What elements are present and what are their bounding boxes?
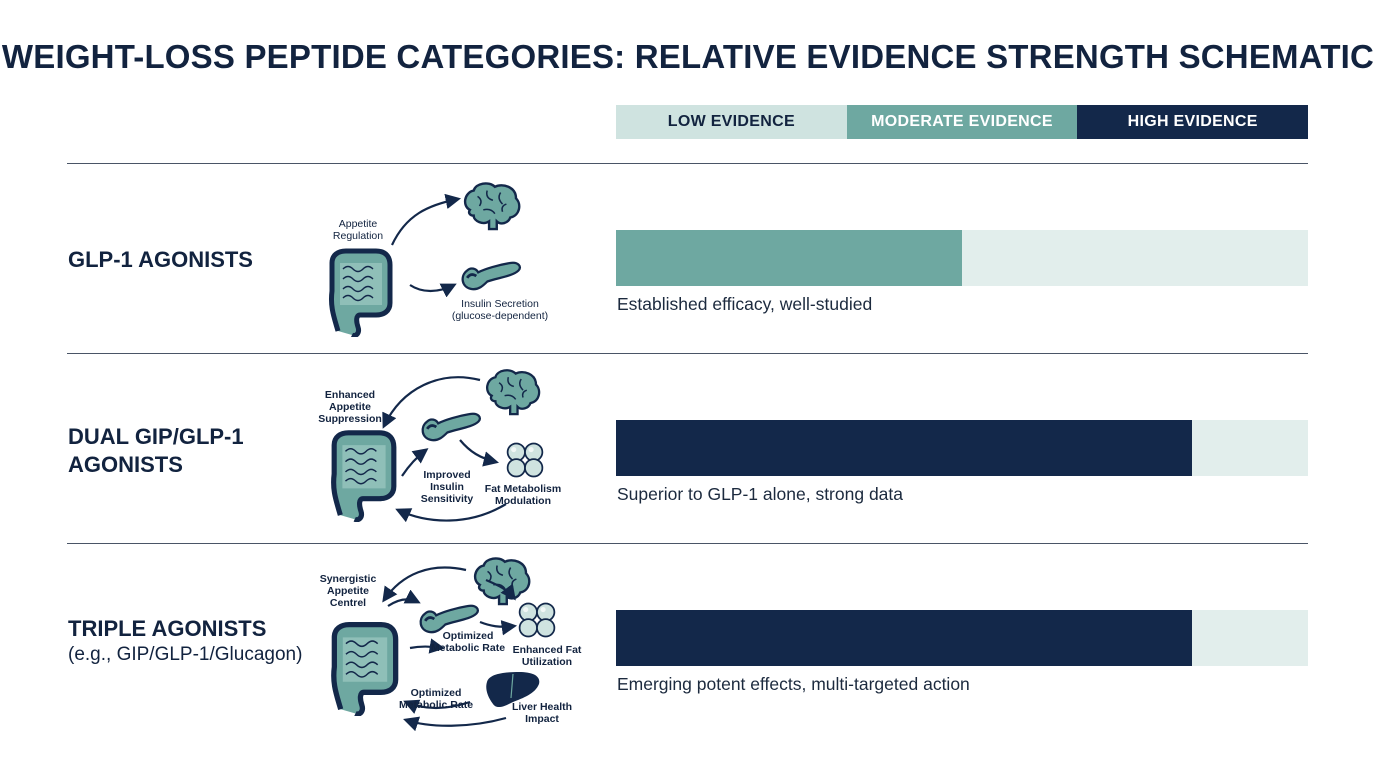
label-metabolic-rate: Metabolic Rate — [399, 699, 473, 711]
label-suppression: Suppression — [318, 413, 382, 425]
arrow — [409, 283, 457, 298]
row-name: DUAL GIP/GLP-1 AGONISTS — [68, 423, 244, 479]
label-improved: Improved — [423, 469, 470, 481]
arrow — [395, 503, 507, 523]
evidence-bar-fill — [616, 610, 1192, 666]
row-name-line2: AGONISTS — [68, 452, 183, 477]
brain-icon — [473, 557, 531, 606]
legend-low-evidence: LOW EVIDENCE — [616, 105, 847, 139]
label-optimized: Optimized — [411, 687, 462, 699]
divider — [67, 353, 1308, 354]
row-name: TRIPLE AGONISTS (e.g., GIP/GLP-1/Glucago… — [68, 615, 302, 667]
label-modulation: Modulation — [495, 495, 551, 507]
label-centrel: Centrel — [330, 597, 366, 609]
arrow — [459, 439, 499, 467]
bar-caption: Established efficacy, well-studied — [617, 294, 873, 314]
evidence-legend: LOW EVIDENCE MODERATE EVIDENCE HIGH EVID… — [616, 105, 1309, 139]
triple-illustration: Synergistic Appetite Centrel Optimized M… — [310, 556, 600, 736]
fat-cells-icon — [518, 602, 556, 638]
arrow — [409, 638, 446, 654]
label-appetite: Appetite — [327, 585, 369, 597]
intestine-icon — [334, 433, 394, 520]
chart-title: WEIGHT-LOSS PEPTIDE CATEGORIES: RELATIVE… — [1, 38, 1375, 75]
intestine-icon — [334, 625, 396, 714]
label-regulation: Regulation — [333, 230, 383, 242]
label-sensitivity: Sensitivity — [421, 493, 474, 505]
label-optimized: Optimized — [443, 630, 494, 642]
bar-caption: Emerging potent effects, multi-targeted … — [617, 674, 970, 694]
intestine-icon — [331, 251, 390, 336]
pancreas-icon — [461, 261, 522, 291]
label-appetite: Appetite — [339, 218, 378, 230]
bar-caption: Superior to GLP-1 alone, strong data — [617, 484, 904, 504]
label-insulin-secretion: Insulin Secretion — [461, 298, 539, 310]
label-fat-metabolism: Fat Metabolism — [485, 483, 561, 495]
label-impact: Impact — [525, 713, 559, 725]
legend-high-evidence: HIGH EVIDENCE — [1077, 105, 1309, 139]
row-name: GLP-1 AGONISTS — [68, 247, 253, 272]
brain-icon — [463, 182, 521, 231]
brain-icon — [485, 369, 541, 416]
arrow — [387, 589, 421, 607]
arrow — [401, 448, 429, 477]
arrow — [479, 620, 518, 636]
row-subtitle: (e.g., GIP/GLP-1/Glucagon) — [68, 644, 303, 665]
label-enhanced-fat: Enhanced Fat — [513, 644, 582, 656]
row-name-line1: DUAL GIP/GLP-1 — [68, 424, 244, 449]
dual-illustration: Enhanced Appetite Suppression Improved I… — [310, 364, 600, 534]
legend-moderate-evidence: MODERATE EVIDENCE — [846, 105, 1078, 139]
label-utilization: Utilization — [522, 656, 572, 668]
row-name-text: TRIPLE AGONISTS — [68, 616, 267, 641]
evidence-bar-track — [616, 420, 1308, 476]
evidence-bar-track — [616, 610, 1308, 666]
arrow — [403, 716, 507, 732]
arrow — [391, 193, 462, 246]
evidence-bar-fill — [616, 230, 962, 286]
arrow — [382, 566, 467, 603]
arrow — [403, 699, 471, 714]
glp1-illustration: Appetite Regulation Insulin Secretion (g… — [310, 175, 600, 345]
arrow — [382, 376, 481, 429]
label-glucose-dependent: (glucose-dependent) — [452, 310, 548, 322]
label-enhanced: Enhanced — [325, 389, 375, 401]
label-insulin: Insulin — [430, 481, 464, 493]
label-appetite: Appetite — [329, 401, 371, 413]
pancreas-icon — [419, 604, 480, 634]
arrow — [485, 578, 516, 601]
divider — [67, 543, 1308, 544]
divider — [67, 163, 1308, 164]
evidence-bar-track — [616, 230, 1308, 286]
label-metabolic-rate: Metabolic Rate — [431, 642, 505, 654]
label-liver-health: Liver Health — [512, 701, 572, 713]
pancreas-icon — [421, 412, 482, 442]
evidence-bar-fill — [616, 420, 1192, 476]
fat-cells-icon — [506, 442, 544, 478]
label-synergistic: Synergistic — [320, 573, 377, 585]
